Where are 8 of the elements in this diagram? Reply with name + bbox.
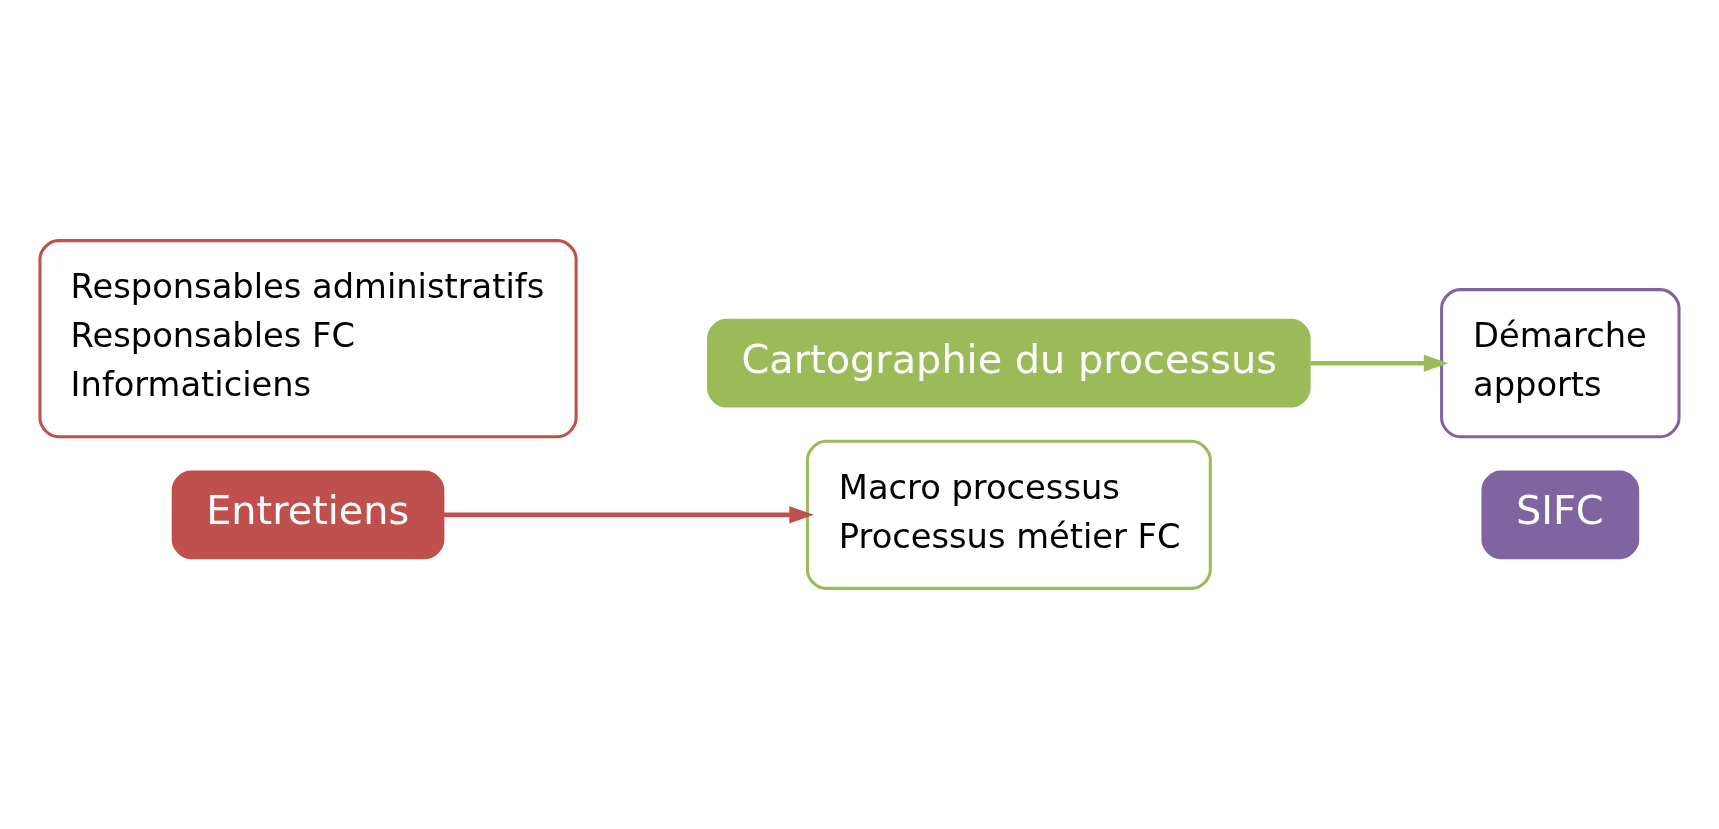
- node-box: Macro processus Processus métier FC: [805, 439, 1212, 590]
- arrow: [443, 506, 814, 524]
- node-box: Entretiens: [171, 470, 445, 560]
- node-box: Démarche apports: [1440, 288, 1681, 439]
- node-box: Cartographie du processus: [707, 318, 1311, 408]
- arrow: [1310, 354, 1449, 372]
- node-box: Responsables administratifs Responsables FC Informaticiens: [38, 239, 578, 439]
- node-box: SIFC: [1481, 470, 1640, 560]
